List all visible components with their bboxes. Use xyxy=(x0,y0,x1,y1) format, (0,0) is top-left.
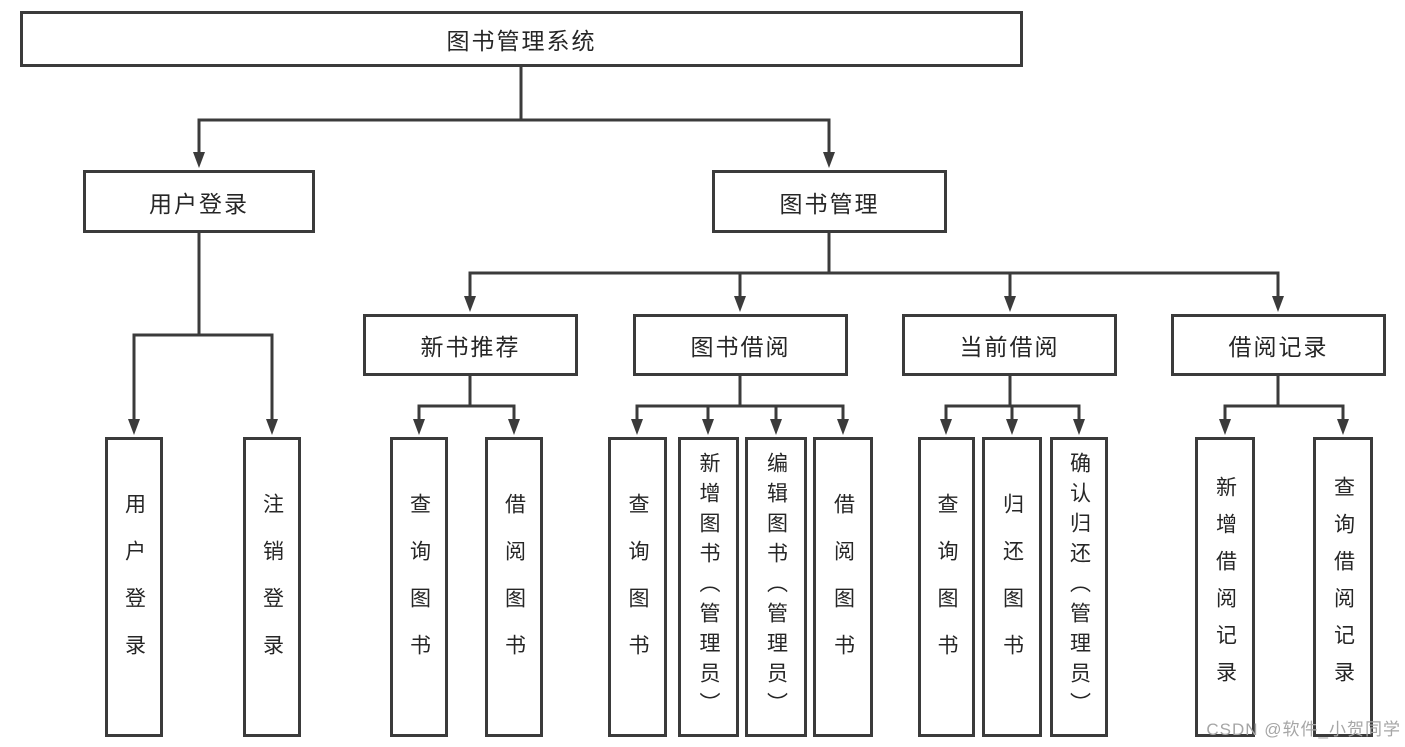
csdn-watermark: CSDN @软件_小贺同学 xyxy=(1206,720,1401,739)
node-borrow-record: 借阅记录 xyxy=(1171,314,1386,376)
leaf-logout: 注销登录 xyxy=(243,437,301,737)
edge-new-book-recommend-to-leaves xyxy=(413,376,520,435)
leaf-query-book-current: 查询图书 xyxy=(918,437,975,737)
node-label: 图书管理 xyxy=(779,190,880,217)
leaf-borrow-book-recommend: 借阅图书 xyxy=(485,437,543,737)
node-label: 图书借阅 xyxy=(690,334,791,360)
edge-book-borrow-to-leaves xyxy=(631,376,849,435)
leaf-borrow-book: 借阅图书 xyxy=(813,437,873,737)
leaf-query-book-recommend: 查询图书 xyxy=(390,437,448,737)
leaf-query-borrow-record: 查询借阅记录 xyxy=(1313,437,1373,737)
node-new-book-recommend: 新书推荐 xyxy=(363,314,578,376)
node-user-login: 用户登录 xyxy=(83,170,315,233)
leaf-add-borrow-record: 新增借阅记录 xyxy=(1195,437,1255,737)
node-label: 当前借阅 xyxy=(959,334,1060,360)
node-label: 图书管理系统 xyxy=(446,28,597,54)
leaf-edit-book-admin: 编辑图书（管理员） xyxy=(745,437,807,737)
leaf-confirm-return-admin: 确认归还（管理员） xyxy=(1050,437,1108,737)
leaf-query-book-borrow: 查询图书 xyxy=(608,437,667,737)
leaf-return-book: 归还图书 xyxy=(982,437,1042,737)
node-label: 用户登录 xyxy=(149,190,249,217)
edge-root-to-level2 xyxy=(193,67,835,168)
node-current-borrow: 当前借阅 xyxy=(902,314,1117,376)
edge-user-login-to-leaves xyxy=(128,233,278,435)
node-label: 新书推荐 xyxy=(420,334,521,360)
edge-borrow-record-to-leaves xyxy=(1219,376,1349,435)
node-library-management-system: 图书管理系统 xyxy=(20,11,1023,67)
node-book-borrow: 图书借阅 xyxy=(633,314,848,376)
edge-book-management-to-level3 xyxy=(464,233,1284,312)
leaf-user-login: 用户登录 xyxy=(105,437,163,737)
edge-current-borrow-to-leaves xyxy=(940,376,1085,435)
leaf-add-book-admin: 新增图书（管理员） xyxy=(678,437,739,737)
node-label: 借阅记录 xyxy=(1228,334,1329,360)
node-book-management: 图书管理 xyxy=(712,170,947,233)
